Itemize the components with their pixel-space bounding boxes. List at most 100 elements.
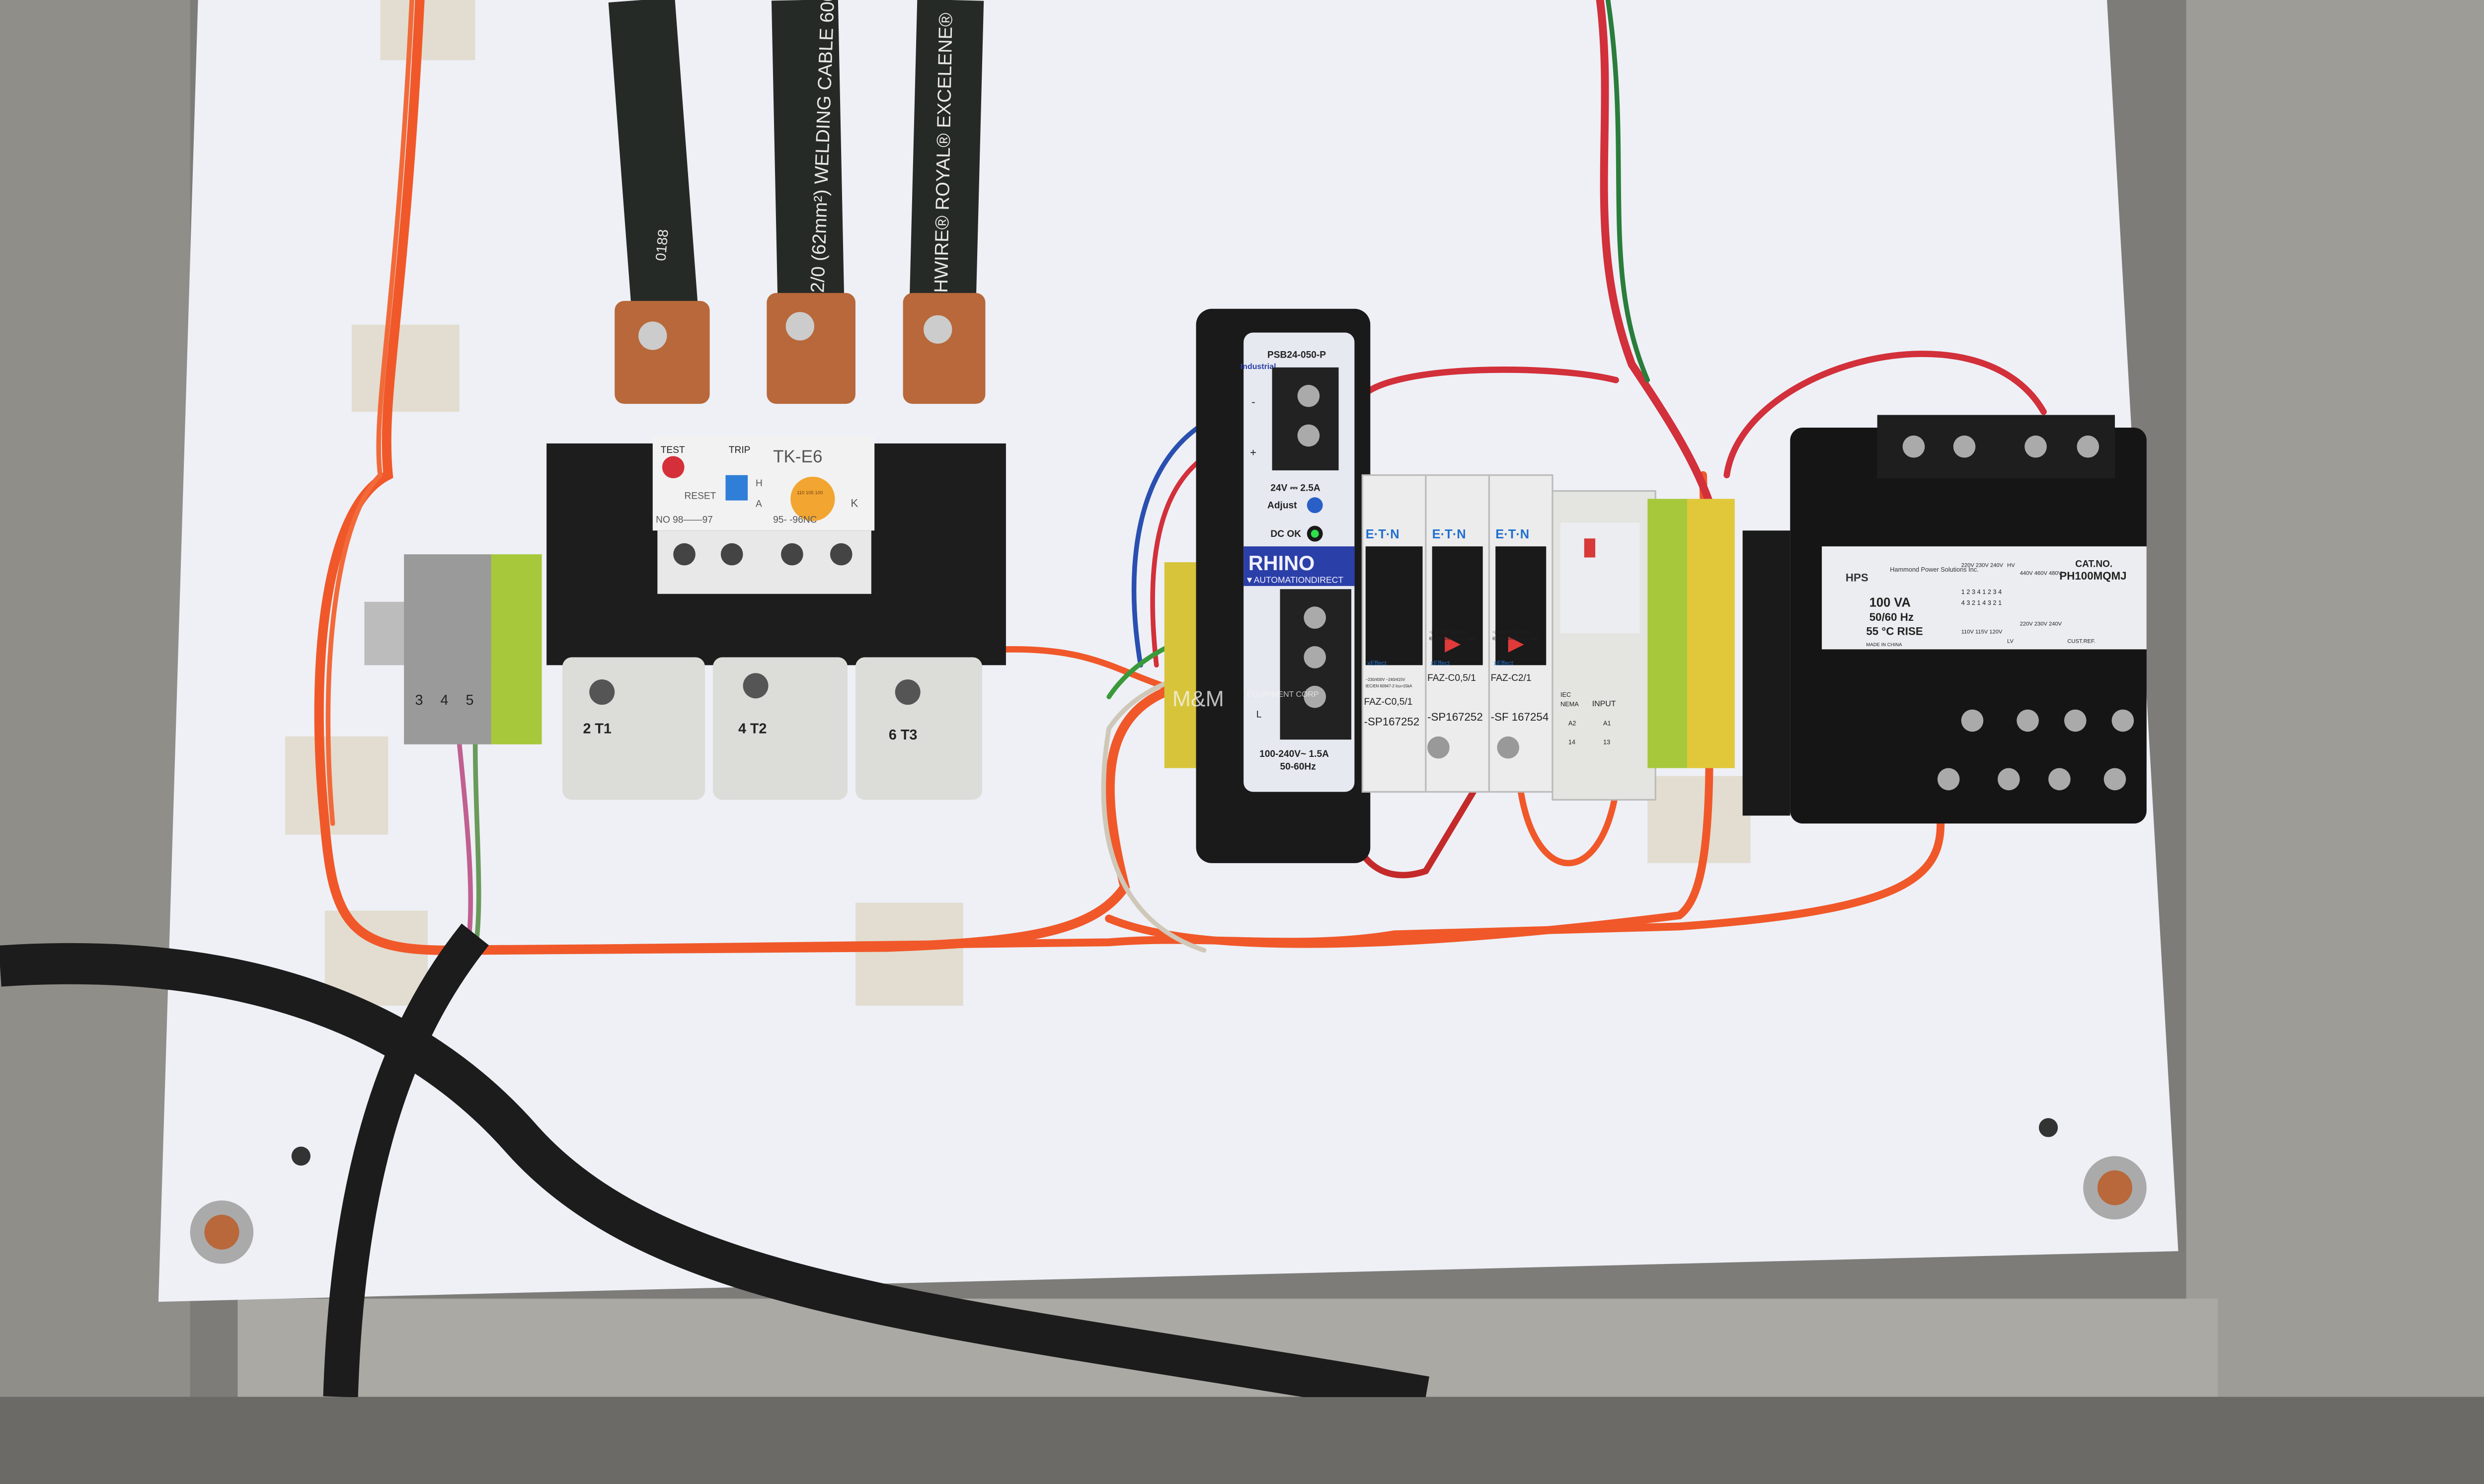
terminal-number: 4: [440, 692, 448, 708]
relay-model: TK-E6: [773, 447, 822, 466]
terminal-number: 3: [415, 692, 423, 708]
plus-label: +: [1250, 446, 1256, 458]
current-dial[interactable]: [790, 476, 835, 521]
cable-marking: 0188: [653, 228, 671, 261]
breaker-tag: -SP167252: [1427, 711, 1483, 723]
breaker-standard: IEC/EN 60947-2 Icu=15kA: [1429, 636, 1475, 641]
k-label: K: [851, 497, 858, 509]
breaker-standard: IEC/EN 60947-2 Icu=15kA: [1366, 684, 1412, 688]
breaker-brand: E·T·N: [1366, 527, 1399, 541]
cable-lug: [903, 293, 986, 404]
breaker-standard: IEC/EN 60947-2 Icu=15kA: [1492, 636, 1539, 641]
test-label: TEST: [661, 445, 685, 455]
lv-label: LV: [2007, 639, 2014, 645]
lug-screw: [638, 321, 667, 350]
breaker-toggle[interactable]: [1365, 546, 1423, 666]
terminal-block: 3 4 5: [364, 554, 542, 744]
cable-lug: [767, 293, 855, 404]
breaker-tag: -SF 167254: [1491, 711, 1549, 723]
cat-label: CAT.NO.: [2075, 559, 2112, 570]
terminal-a1-label: A1: [1603, 719, 1611, 727]
wire-harness: [314, 0, 2047, 955]
no-contacts-label: NO 98——97: [656, 515, 713, 525]
breaker-brand: E·T·N: [1432, 527, 1466, 541]
nema-label: NEMA: [1560, 700, 1579, 708]
mode-a-label: A: [756, 499, 762, 509]
load-terminal: [712, 657, 848, 800]
voltage-adjust-knob[interactable]: [1307, 497, 1323, 514]
transformer-nameplate: [1822, 546, 2147, 650]
hv-left-voltages: 220V 230V 240V: [1961, 563, 2004, 569]
transformer-terminal-screws: [1902, 435, 2134, 791]
hps-logo: HPS: [1846, 571, 1868, 584]
terminals-top: 1 2 3 4 1 2 3 4: [1961, 588, 2002, 595]
cable-lug: [615, 300, 710, 404]
terminal-14-label: 14: [1568, 739, 1575, 746]
relay-indicator: [1584, 538, 1596, 558]
control-transformer: HPS Hammond Power Solutions Inc. 100 VA …: [1742, 415, 2147, 824]
enclosure-right-wall: [2186, 0, 2484, 1397]
breaker-model: FAZ-C2/1: [1491, 673, 1532, 683]
cust-ref-label: CUST.REF.: [2067, 639, 2095, 645]
mode-h-label: H: [756, 478, 763, 489]
maker-logo: ▼AUTOMATIONDIRECT: [1245, 575, 1343, 585]
watermark-logo: M&M: [1172, 687, 1224, 711]
breaker-toggle[interactable]: [1495, 546, 1547, 666]
feed-cable: [0, 943, 1429, 1397]
iec-label: IEC: [1560, 691, 1571, 698]
output-terminals: [1272, 367, 1339, 471]
output-rating: 24V ⎓ 2.5A: [1270, 483, 1320, 494]
relay-label-plate: [652, 435, 875, 531]
trip-label: TRIP: [729, 445, 751, 455]
breaker: E·T·N ~230/400V ~240/415V IEC/EN 60947-2…: [1488, 474, 1553, 793]
transformer-maker: Hammond Power Solutions Inc.: [1890, 566, 1979, 573]
terminal-a2-label: A2: [1568, 719, 1576, 727]
feed-cable: [323, 923, 489, 1397]
load-terminal: [855, 657, 983, 800]
breaker-toggle[interactable]: [1432, 546, 1483, 666]
terminal-number: 5: [466, 692, 474, 708]
cable-marking: HWIRE® ROYAL® EXCELENE®: [931, 12, 957, 293]
breaker-voltage: ~230/400V ~240/415V: [1366, 677, 1405, 682]
corner-screw-washer: [2097, 1170, 2133, 1205]
terminals-bottom: 4 3 2 1 4 3 2 1: [1961, 599, 2002, 606]
lv-left-voltages: 110V 115V 120V: [1961, 629, 2003, 635]
breaker-series: xEffect: [1367, 659, 1387, 667]
transformer-frequency: 50/60 Hz: [1869, 611, 1914, 623]
breaker-series: xEffect: [1430, 659, 1450, 667]
reset-label: RESET: [685, 491, 716, 501]
terminal-13-label: 13: [1603, 739, 1610, 746]
minus-label: -: [1251, 395, 1255, 408]
overload-relay: TEST TRIP TK-E6 RESET H A K NO 98——97 95…: [546, 435, 1006, 800]
terminal-label: 4 T2: [738, 721, 767, 737]
welding-cables: 0188 2/0 (62mm²) WELDING CABLE 600V HWIR…: [608, 0, 986, 404]
lug-screw: [785, 312, 815, 341]
breaker: E·T·N ~230/400V ~240/415V IEC/EN 60947-2…: [1425, 474, 1490, 793]
breaker-brand: E·T·N: [1495, 527, 1529, 541]
breaker-tag: -SP167252: [1364, 715, 1420, 728]
corner-screw-washer: [204, 1214, 239, 1250]
breaker-model: FAZ-C0,5/1: [1364, 697, 1413, 707]
dial-values: 110 105 100: [797, 490, 823, 496]
watermark: M&M EQUIPMENT CORP: [1172, 687, 1319, 711]
transformer-origin: MADE IN CHINA: [1866, 642, 1902, 648]
breaker-voltage: ~230/400V ~240/415V: [1429, 630, 1469, 635]
brand-logo: RHINO: [1248, 551, 1315, 575]
circuit-breakers: E·T·N ~230/400V ~240/415V IEC/EN 60947-2…: [1361, 474, 1553, 793]
terminal-label: 6 T3: [889, 727, 917, 743]
rhino-logo-band: [1243, 546, 1355, 586]
cable-tie-mounts: [285, 0, 1751, 1006]
test-button[interactable]: [662, 456, 685, 479]
breaker-model: FAZ-C0,5/1: [1427, 673, 1476, 683]
line-terminal-label: L: [1256, 710, 1262, 720]
adjust-label: Adjust: [1267, 501, 1297, 511]
breaker-series: xEffect: [1494, 659, 1513, 667]
mount-hole: [291, 1146, 310, 1166]
reset-button[interactable]: [725, 475, 748, 501]
hv-label: HV: [2007, 563, 2015, 569]
terminal-label: 2 T1: [583, 721, 611, 737]
input-label: INPUT: [1592, 700, 1616, 708]
timer-relay: IEC NEMA INPUT A2 A1 14 13: [1552, 490, 1735, 801]
enclosure-left-wall: [0, 0, 190, 1397]
electrical-panel-photo: 0188 2/0 (62mm²) WELDING CABLE 600V HWIR…: [0, 0, 2484, 1397]
